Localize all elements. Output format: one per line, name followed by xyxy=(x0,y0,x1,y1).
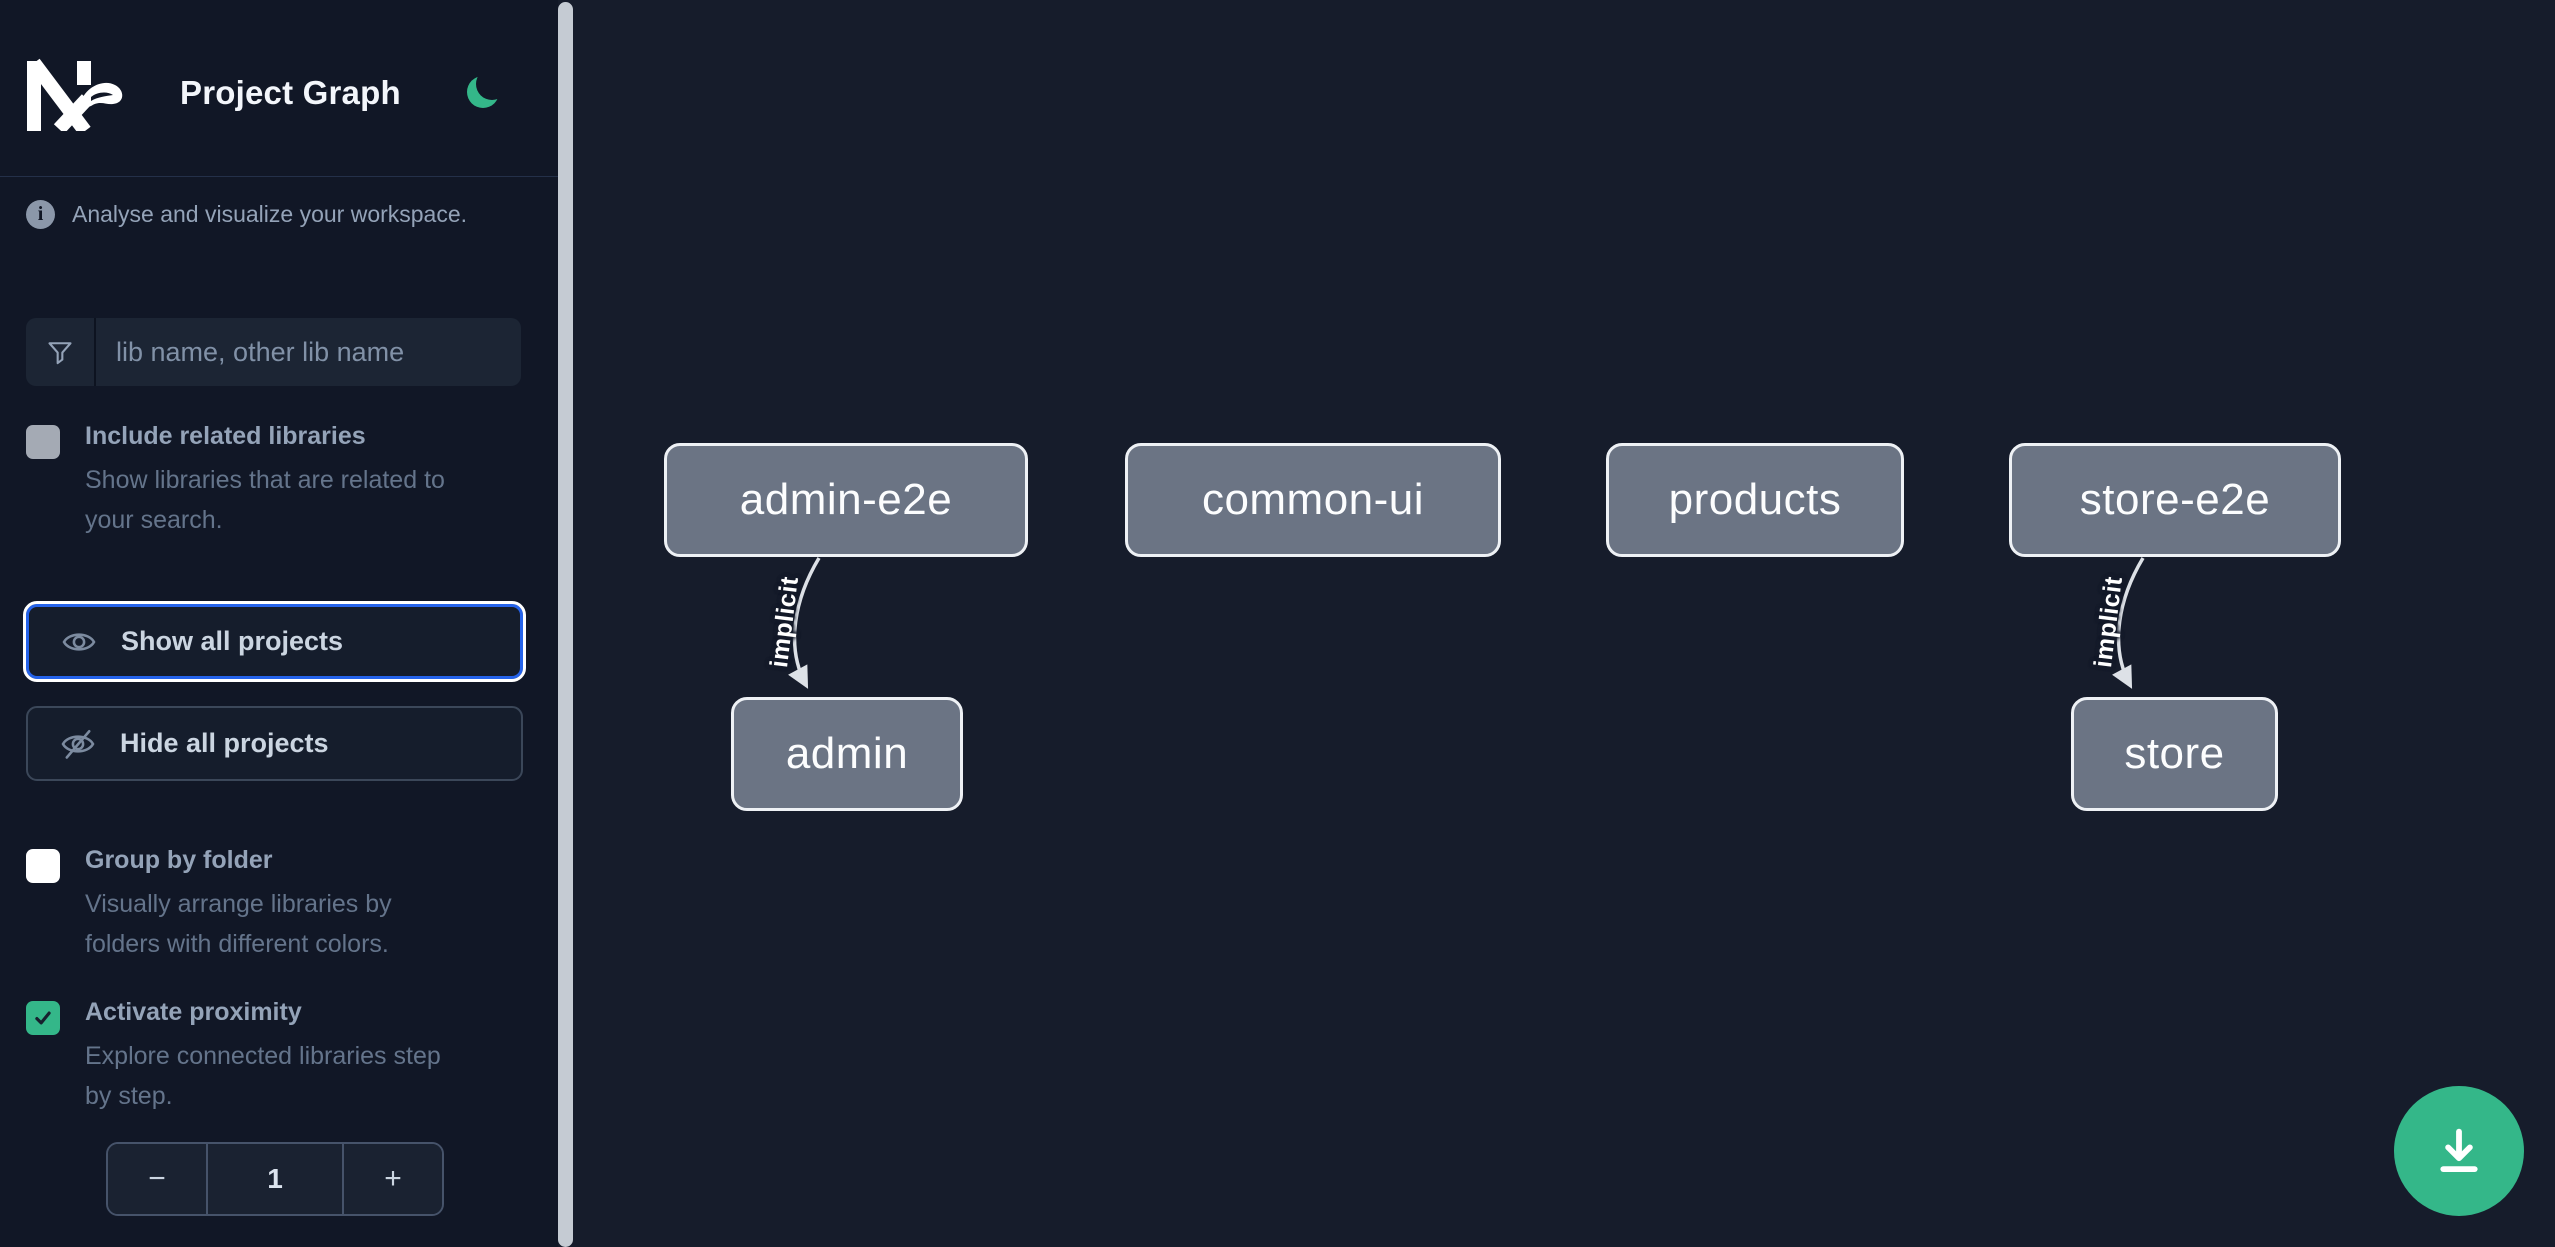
group-by-folder-checkbox[interactable] xyxy=(26,849,60,883)
graph-node-store-e2e[interactable]: store-e2e xyxy=(2009,443,2341,557)
graph-node-store[interactable]: store xyxy=(2071,697,2278,811)
info-text: Analyse and visualize your workspace. xyxy=(72,201,468,227)
eye-slash-icon xyxy=(61,729,95,759)
option-group-by-folder: Group by folder Visually arrange librari… xyxy=(26,846,526,964)
include-related-checkbox[interactable] xyxy=(26,425,60,459)
activate-proximity-checkbox[interactable] xyxy=(26,1001,60,1035)
theme-toggle-button[interactable] xyxy=(468,66,512,110)
show-all-projects-label: Show all projects xyxy=(121,626,344,656)
proximity-depth-stepper: − 1 + xyxy=(106,1142,444,1216)
graph-node-admin[interactable]: admin xyxy=(731,697,963,811)
depth-value: 1 xyxy=(206,1144,344,1214)
filter-funnel-icon xyxy=(26,318,96,386)
increase-depth-button[interactable]: + xyxy=(344,1144,442,1214)
nx-logo xyxy=(27,58,123,131)
option-label: Include related libraries xyxy=(85,422,366,450)
hide-all-projects-button[interactable]: Hide all projects xyxy=(26,706,523,781)
option-activate-proximity: Activate proximity Explore connected lib… xyxy=(26,998,526,1116)
search-box xyxy=(26,318,521,386)
sidebar: Project Graph i Analyse and visualize yo… xyxy=(0,0,558,1247)
option-include-related: Include related libraries Show libraries… xyxy=(26,422,526,540)
graph-edge-store-e2e-store xyxy=(2112,557,2145,689)
download-icon xyxy=(2440,1128,2478,1173)
moon-icon xyxy=(476,68,508,100)
workspace-info: i Analyse and visualize your workspace. xyxy=(26,200,467,229)
option-description: Show libraries that are related to your … xyxy=(85,466,445,534)
decrease-depth-button[interactable]: − xyxy=(108,1144,206,1214)
option-label: Activate proximity xyxy=(85,998,302,1026)
checkmark-icon xyxy=(35,1011,51,1025)
graph-node-common-ui[interactable]: common-ui xyxy=(1125,443,1501,557)
option-description: Visually arrange libraries by folders wi… xyxy=(85,890,392,958)
info-icon: i xyxy=(26,200,55,229)
option-label: Group by folder xyxy=(85,846,273,874)
page-title: Project Graph xyxy=(180,74,401,111)
search-input[interactable] xyxy=(96,318,521,386)
download-graph-button[interactable] xyxy=(2394,1086,2524,1216)
hide-all-projects-label: Hide all projects xyxy=(120,728,329,758)
graph-node-admin-e2e[interactable]: admin-e2e xyxy=(664,443,1028,557)
sidebar-scrollbar[interactable] xyxy=(558,2,573,1247)
option-description: Explore connected libraries step by step… xyxy=(85,1042,441,1110)
graph-node-products[interactable]: products xyxy=(1606,443,1904,557)
sidebar-header: Project Graph xyxy=(0,0,558,177)
graph-edges xyxy=(788,557,2145,689)
graph-edge-admin-e2e-admin xyxy=(788,557,821,689)
show-all-projects-button[interactable]: Show all projects xyxy=(23,601,526,682)
eye-icon xyxy=(62,632,96,651)
